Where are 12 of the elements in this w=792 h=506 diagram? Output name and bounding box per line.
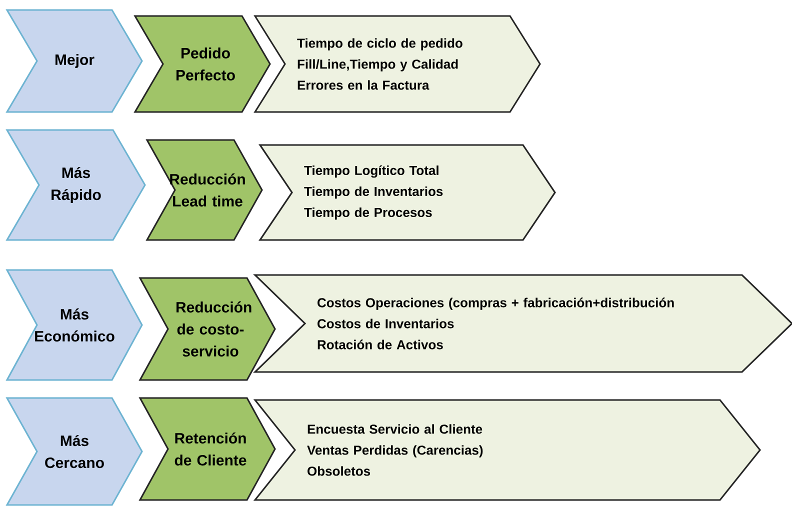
category-banner: Mejor xyxy=(6,9,143,113)
goal-banner: Pedido Perfecto xyxy=(134,15,271,113)
category-banner: Más Rápido xyxy=(6,129,146,241)
metric-list-banner: Tiempo de ciclo de pedido Fill/Line,Tiempo y Calidad Errores en la Factura xyxy=(254,15,541,113)
metric-list-banner: Costos Operaciones (compras + fabricación+distribución Costos de Inventarios Rotación de Activos xyxy=(253,274,792,373)
category-banner: Más Económico xyxy=(6,269,143,381)
metric-list-banner: Tiempo Logítico Total Tiempo de Inventarios Tiempo de Procesos xyxy=(258,144,556,241)
goal-banner: Reducción de costo-servicio xyxy=(138,277,276,381)
goal-banner: Reducción Lead time xyxy=(146,139,263,241)
category-banner: Más Cercano xyxy=(6,397,143,506)
metric-list-banner: Encuesta Servicio al Cliente Ventas Perdidas (Carencias) Obsoletos xyxy=(253,399,762,501)
goal-banner: Retención de Cliente xyxy=(138,397,276,501)
